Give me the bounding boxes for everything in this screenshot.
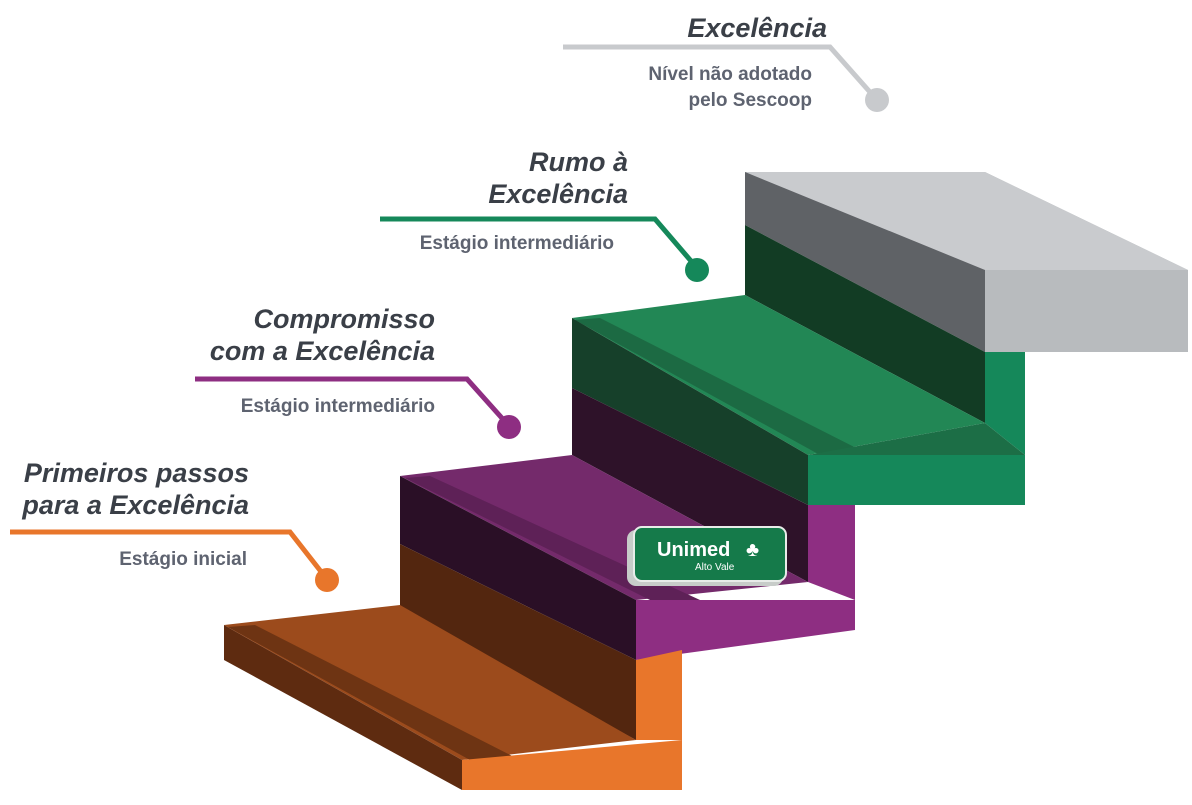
leader-dots <box>315 88 889 592</box>
step-excelencia <box>745 172 1188 352</box>
badge-name: Unimed <box>657 539 731 561</box>
level-subtitle-rumo: Estágio intermediário <box>419 233 614 254</box>
level-title-excelencia: Excelência <box>687 13 827 43</box>
unimed-badge: Unimed ♣ Alto Vale <box>627 520 789 586</box>
leader-line-primeiros <box>10 529 328 580</box>
marker-dot-excelencia <box>865 88 889 112</box>
level-title-primeiros: Primeiros passos para a Excelência <box>22 458 249 520</box>
leader-line-compromisso <box>195 376 511 428</box>
level-title-compromisso: Compromisso com a Excelência <box>209 304 435 366</box>
leader-lines <box>10 44 879 580</box>
step-primeiros <box>224 544 682 790</box>
marker-dot-compromisso <box>497 415 521 439</box>
unimed-trees-icon: ♣ <box>746 539 760 561</box>
marker-dot-primeiros <box>315 568 339 592</box>
level-subtitle-primeiros: Estágio inicial <box>119 549 247 570</box>
level-title-rumo: Rumo à Excelência <box>488 147 628 209</box>
badge-face: Unimed ♣ Alto Vale <box>633 526 787 582</box>
step-rumo <box>572 225 1025 505</box>
leader-line-excelencia <box>563 44 879 102</box>
marker-dot-rumo <box>685 258 709 282</box>
level-subtitle-compromisso: Estágio intermediário <box>240 396 435 417</box>
leader-line-rumo <box>380 216 699 270</box>
level-subtitle-excelencia: Nível não adotado pelo Sescoop <box>648 64 812 111</box>
badge-subtitle: Alto Vale <box>695 562 735 573</box>
